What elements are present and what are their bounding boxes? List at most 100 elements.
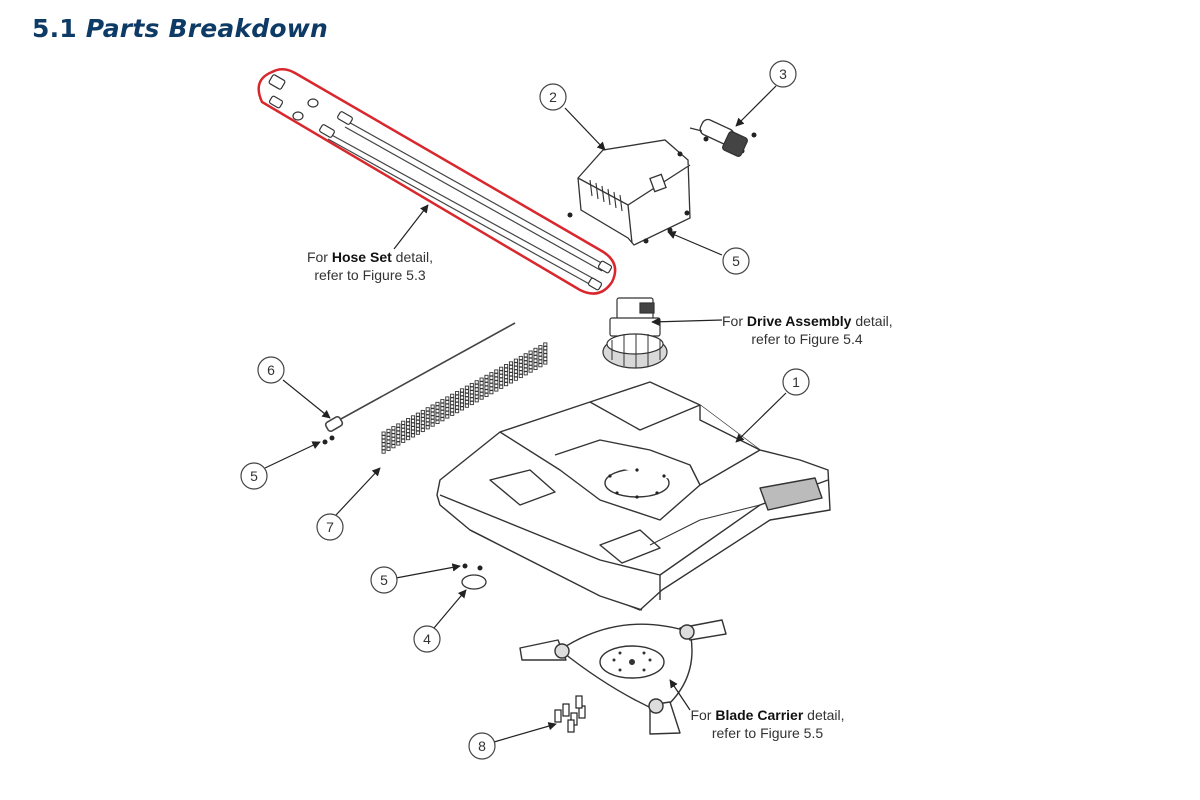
skid-block: [508, 368, 514, 373]
skid-block: [533, 362, 538, 367]
skid-block: [430, 404, 435, 409]
leader-hose: [393, 204, 429, 250]
skid-block: [474, 380, 479, 385]
skid-block: [504, 364, 509, 369]
skid-block: [533, 347, 538, 352]
balloon-1: 1: [782, 368, 810, 396]
skid-block: [484, 382, 489, 387]
skid-block: [523, 371, 528, 376]
skid-block: [435, 412, 440, 417]
skid-block: [386, 446, 391, 451]
skid-block: [543, 346, 548, 351]
skid-block: [538, 345, 543, 350]
skid-block: [381, 438, 386, 443]
balloon-6: 6: [257, 356, 285, 384]
skid-block: [479, 395, 484, 400]
skid-block: [425, 418, 430, 423]
drive-assembly-callout: For Drive Assembly detail, refer to Figu…: [722, 313, 893, 347]
skid-block: [386, 443, 391, 448]
skid-block: [425, 410, 430, 415]
skid-block: [459, 399, 465, 404]
skid-block: [469, 390, 474, 395]
skid-block: [415, 419, 420, 424]
skid-block: [391, 436, 396, 442]
skid-block: [533, 358, 538, 363]
skid-block: [464, 403, 469, 408]
balloon-3: 3: [769, 60, 797, 88]
skid-block: [425, 414, 430, 419]
skid-block: [494, 373, 499, 378]
skid-block: [528, 354, 533, 359]
skid-block: [386, 432, 391, 437]
skid-block: [420, 424, 425, 429]
skid-block: [484, 374, 489, 379]
skid-block: [504, 374, 509, 379]
skid-block: [435, 416, 440, 421]
leader-lines: [264, 85, 787, 743]
skid-block: [445, 407, 450, 412]
skid-block: [381, 449, 386, 454]
skid-block: [459, 406, 465, 411]
skid-block: [396, 441, 401, 446]
skid-block: [533, 351, 538, 356]
skid-block: [469, 393, 474, 398]
leader-6: [282, 379, 331, 419]
skid-block: [543, 349, 548, 354]
skid-block: [469, 400, 474, 406]
hose-set-callout: For Hose Set detail, refer to Figure 5.3: [306, 249, 434, 283]
skid-block: [533, 365, 538, 370]
skid-block: [401, 424, 406, 429]
skid-block: [450, 411, 455, 416]
skid-block: [459, 395, 465, 400]
skid-block: [523, 356, 528, 361]
skid-block: [484, 378, 489, 383]
svg-text:7: 7: [326, 519, 334, 535]
svg-text:4: 4: [423, 631, 431, 647]
skid-block: [420, 409, 425, 415]
skid-block: [474, 391, 479, 396]
skid-block: [484, 385, 489, 390]
skid-block: [450, 404, 455, 409]
skid-block: [450, 397, 455, 402]
skid-block: [538, 355, 543, 361]
leader-4: [433, 589, 467, 629]
skid-block: [499, 373, 504, 379]
skid-bolts: [322, 435, 335, 445]
skid-block: [459, 391, 465, 397]
skid-block: [494, 387, 499, 392]
skid-block: [435, 419, 440, 424]
skid-block: [489, 386, 494, 391]
skid-block: [528, 350, 533, 355]
skid-block: [391, 440, 396, 445]
skid-block: [518, 373, 523, 379]
skid-block: [410, 422, 416, 427]
deck-bolts: [608, 468, 666, 499]
skid-block: [440, 417, 445, 422]
skid-block: [523, 360, 528, 365]
skid-block: [508, 364, 514, 370]
skid-block: [415, 412, 420, 417]
skid-block: [420, 420, 425, 425]
skid-block: [450, 400, 455, 406]
skid-block: [406, 418, 411, 423]
skid-block: [513, 376, 518, 381]
skid-block: [494, 383, 499, 388]
skid-block: [538, 352, 543, 357]
skid-block: [381, 435, 386, 440]
skid-block: [430, 411, 435, 416]
skid-block: [543, 353, 548, 358]
skid-block: [479, 377, 484, 382]
blade-carrier-callout: For Blade Carrier detail, refer to Figur…: [690, 707, 845, 741]
skid-block: [499, 381, 504, 386]
skid-block: [401, 431, 406, 436]
skid-block: [425, 407, 430, 412]
skid-block: [469, 397, 474, 402]
skid-block: [430, 408, 435, 413]
skid-block: [494, 369, 499, 374]
skid-block: [484, 392, 489, 397]
skid-block: [538, 348, 543, 353]
svg-text:5: 5: [732, 253, 740, 269]
skid-block: [533, 355, 538, 360]
skid-block: [513, 362, 518, 367]
skid-block: [543, 356, 548, 361]
